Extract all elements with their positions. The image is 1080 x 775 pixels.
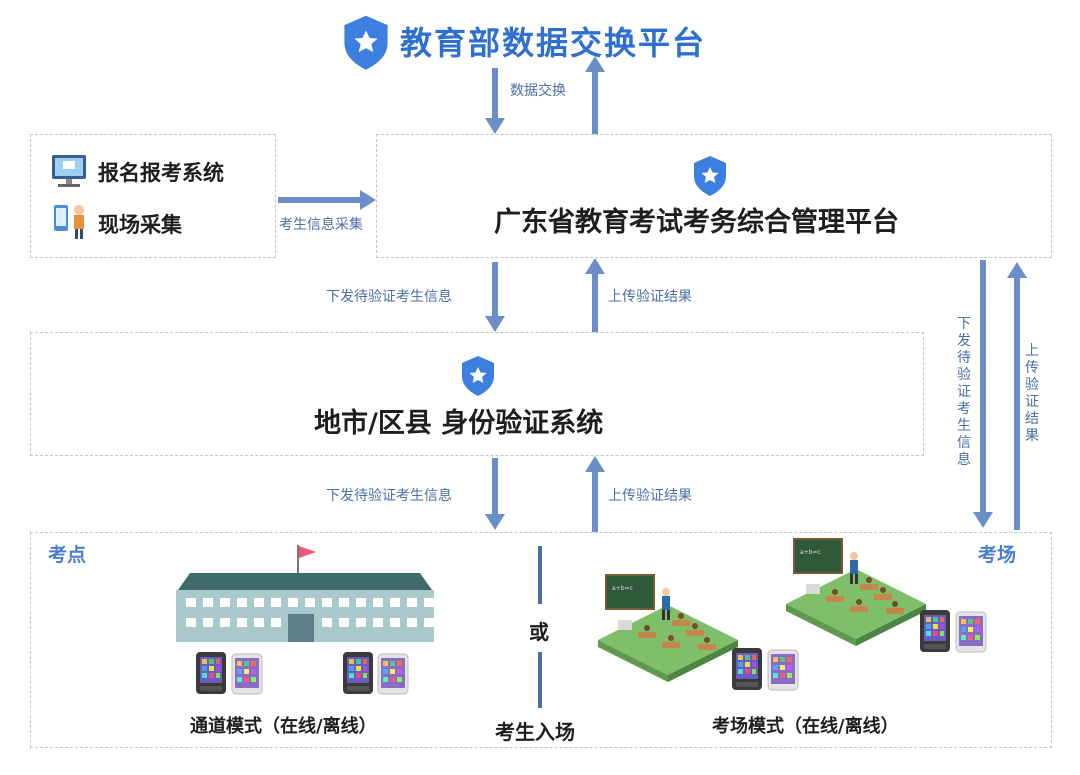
school-windows	[186, 598, 434, 627]
school-window	[373, 618, 383, 627]
divider-top	[538, 546, 542, 604]
exchange-up-arrow	[585, 56, 605, 134]
platform-box	[376, 134, 1052, 258]
source-box	[30, 134, 276, 258]
up-arrow-2	[585, 456, 605, 532]
school-window	[271, 618, 281, 627]
school-window	[424, 618, 434, 627]
page-title: 教育部数据交换平台	[400, 24, 707, 62]
school-window	[203, 598, 213, 607]
exchange-label: 数据交换	[510, 83, 566, 99]
school-window	[237, 598, 247, 607]
person-id-icon	[54, 205, 84, 239]
school-window	[186, 618, 196, 627]
onsite-collection: 现场采集	[98, 213, 182, 237]
registration-system: 报名报考系统	[98, 161, 224, 185]
school-window	[339, 598, 349, 607]
school-window	[407, 618, 417, 627]
school-window	[373, 598, 383, 607]
room-mode-label: 考场模式（在线/离线）	[712, 716, 899, 737]
school-window	[322, 618, 332, 627]
collect-arrow	[278, 190, 376, 210]
exchange-down-arrow	[485, 68, 505, 134]
school-window	[305, 598, 315, 607]
side-down-label: 下发待验证考生信息	[957, 316, 971, 468]
school-window	[390, 618, 400, 627]
side-up-label: 上传验证结果	[1025, 343, 1039, 444]
school-window	[322, 598, 332, 607]
computer-icon	[52, 155, 86, 187]
school-window	[203, 618, 213, 627]
school-window	[254, 598, 264, 607]
local-box	[30, 332, 924, 456]
side-up-arrow	[1007, 262, 1027, 530]
divider-bottom	[538, 652, 542, 708]
school-window	[390, 598, 400, 607]
platform-title: 广东省教育考试考务综合管理平台	[494, 207, 899, 238]
school-window	[288, 598, 298, 607]
exam-site-label: 考点	[48, 544, 87, 566]
school-window	[356, 618, 366, 627]
entrance-label: 考生入场	[495, 720, 575, 744]
collect-label: 考生信息采集	[279, 217, 363, 233]
school-window	[237, 618, 247, 627]
up-arrow-1	[585, 258, 605, 332]
shield-icon	[344, 15, 388, 70]
down-arrow-2	[485, 458, 505, 530]
school-window	[407, 598, 417, 607]
up-label-2: 上传验证结果	[608, 488, 692, 504]
or-label: 或	[529, 620, 549, 644]
down-label-2: 下发待验证考生信息	[326, 488, 452, 504]
down-arrow-1	[485, 262, 505, 332]
school-window	[220, 618, 230, 627]
school-window	[186, 598, 196, 607]
down-label-1: 下发待验证考生信息	[326, 289, 452, 305]
side-down-arrow	[973, 260, 993, 528]
school-window	[424, 598, 434, 607]
exam-room-label: 考场	[978, 544, 1017, 566]
local-title: 地市/区县 身份验证系统	[314, 408, 604, 439]
school-window	[254, 618, 264, 627]
school-window	[220, 598, 230, 607]
school-window	[339, 618, 349, 627]
school-window	[271, 598, 281, 607]
up-label-1: 上传验证结果	[608, 289, 692, 305]
school-window	[356, 598, 366, 607]
channel-mode-label: 通道模式（在线/离线）	[190, 716, 377, 737]
bottom-box	[30, 532, 1052, 748]
